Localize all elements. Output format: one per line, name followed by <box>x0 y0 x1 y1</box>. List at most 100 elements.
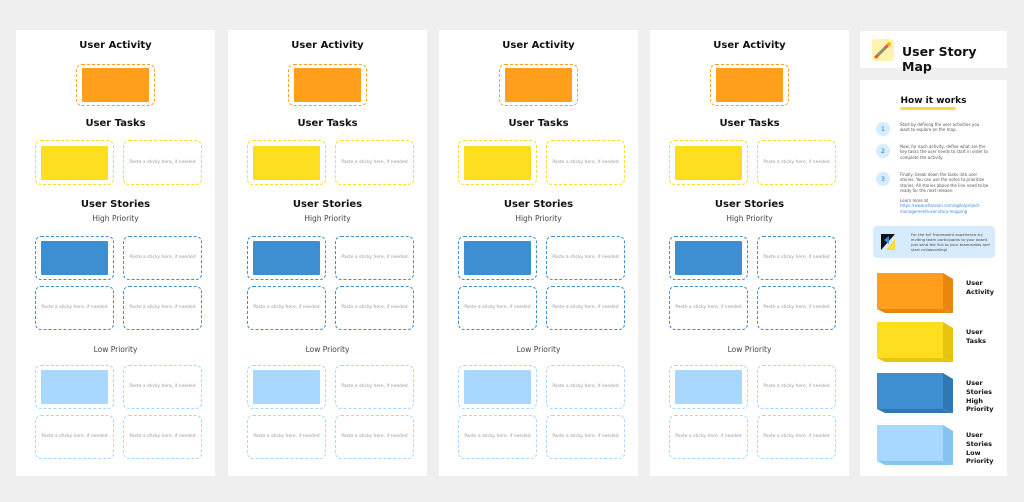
activity-slot-sticky[interactable] <box>294 68 361 102</box>
low-story-slot-1[interactable] <box>669 365 748 409</box>
placeholder-text: Paste a sticky here, if needed <box>129 305 196 311</box>
activity-slot[interactable] <box>288 64 367 106</box>
high-priority-label: High Priority <box>304 214 351 223</box>
activity-slot-sticky[interactable] <box>82 68 149 102</box>
user-activity-title: User Activity <box>291 40 364 51</box>
low-story-slot-4[interactable]: Paste a sticky here, if needed <box>757 415 836 459</box>
learn-more: Learn more at https://www.atlassian.com/… <box>900 198 990 214</box>
task-slot-1-sticky[interactable] <box>41 145 108 180</box>
high-story-slot-1[interactable] <box>247 236 326 280</box>
task-slot-2[interactable]: Paste a sticky here, if needed <box>123 140 202 185</box>
step-3-number: 3 <box>876 172 890 186</box>
low-story-slot-2[interactable]: Paste a sticky here, if needed <box>335 365 414 409</box>
low-story-slot-3[interactable]: Paste a sticky here, if needed <box>458 415 537 459</box>
task-slot-1-sticky[interactable] <box>675 145 742 180</box>
low-story-slot-4[interactable]: Paste a sticky here, if needed <box>546 415 625 459</box>
low-story-slot-1-sticky[interactable] <box>253 370 320 404</box>
low-story-slot-4[interactable]: Paste a sticky here, if needed <box>335 415 414 459</box>
placeholder-text: Paste a sticky here, if needed <box>552 159 619 165</box>
step-1-text: Start by defining the user activities yo… <box>900 122 980 133</box>
high-story-slot-3[interactable]: Paste a sticky here, if needed <box>247 286 326 330</box>
how-it-works-title: How it works <box>900 96 967 106</box>
high-story-slot-1[interactable] <box>669 236 748 280</box>
low-story-slot-2[interactable]: Paste a sticky here, if needed <box>546 365 625 409</box>
high-story-slot-3[interactable]: Paste a sticky here, if needed <box>35 286 114 330</box>
low-story-slot-1-sticky[interactable] <box>41 370 108 404</box>
activity-slot[interactable] <box>710 64 789 106</box>
low-story-slot-2[interactable]: Paste a sticky here, if needed <box>123 365 202 409</box>
user-tasks-title: User Tasks <box>85 118 146 129</box>
high-story-slot-1-sticky[interactable] <box>464 241 531 275</box>
high-story-slot-1-sticky[interactable] <box>253 241 320 275</box>
legend-sticky-activity <box>877 273 953 313</box>
user-stories-title: User Stories <box>80 199 151 210</box>
low-priority-label: Low Priority <box>305 345 350 354</box>
user-tasks-title: User Tasks <box>297 118 358 129</box>
task-slot-1[interactable] <box>247 140 326 185</box>
step-2-text: Now, for each activity, define what are … <box>900 144 988 160</box>
placeholder-text: Paste a sticky here, if needed <box>763 305 830 311</box>
task-slot-2[interactable]: Paste a sticky here, if needed <box>335 140 414 185</box>
high-story-slot-1[interactable] <box>35 236 114 280</box>
activity-slot-sticky[interactable] <box>716 68 783 102</box>
low-story-slot-1-sticky[interactable] <box>675 370 742 404</box>
placeholder-text: Paste a sticky here, if needed <box>675 305 742 311</box>
activity-slot[interactable] <box>499 64 578 106</box>
placeholder-text: Paste a sticky here, if needed <box>552 384 619 390</box>
low-story-slot-3[interactable]: Paste a sticky here, if needed <box>35 415 114 459</box>
high-story-slot-3[interactable]: Paste a sticky here, if needed <box>458 286 537 330</box>
task-slot-2[interactable]: Paste a sticky here, if needed <box>757 140 836 185</box>
low-priority-label: Low Priority <box>516 345 561 354</box>
high-story-slot-3[interactable]: Paste a sticky here, if needed <box>669 286 748 330</box>
high-story-slot-2[interactable]: Paste a sticky here, if needed <box>123 236 202 280</box>
high-story-slot-1[interactable] <box>458 236 537 280</box>
tip-logo-icon <box>881 234 895 250</box>
placeholder-text: Paste a sticky here, if needed <box>675 434 742 440</box>
high-story-slot-4[interactable]: Paste a sticky here, if needed <box>757 286 836 330</box>
placeholder-text: Paste a sticky here, if needed <box>341 305 408 311</box>
activity-slot[interactable] <box>76 64 155 106</box>
low-story-slot-1[interactable] <box>247 365 326 409</box>
low-story-slot-1[interactable] <box>35 365 114 409</box>
low-story-slot-3[interactable]: Paste a sticky here, if needed <box>669 415 748 459</box>
high-story-slot-1-sticky[interactable] <box>41 241 108 275</box>
placeholder-text: Paste a sticky here, if needed <box>129 434 196 440</box>
high-story-slot-4[interactable]: Paste a sticky here, if needed <box>335 286 414 330</box>
high-story-slot-4[interactable]: Paste a sticky here, if needed <box>546 286 625 330</box>
pencil-logo-icon <box>872 39 894 61</box>
app-title: User Story Map <box>902 44 977 74</box>
task-slot-1[interactable] <box>458 140 537 185</box>
learn-more-link[interactable]: https://www.atlassian.com/agile/project-… <box>900 203 981 214</box>
placeholder-text: Paste a sticky here, if needed <box>341 384 408 390</box>
placeholder-text: Paste a sticky here, if needed <box>341 434 408 440</box>
low-story-slot-3[interactable]: Paste a sticky here, if needed <box>247 415 326 459</box>
high-story-slot-1-sticky[interactable] <box>675 241 742 275</box>
low-story-slot-1-sticky[interactable] <box>464 370 531 404</box>
legend-sticky-low <box>877 425 953 465</box>
task-slot-1[interactable] <box>669 140 748 185</box>
user-tasks-title: User Tasks <box>508 118 569 129</box>
high-story-slot-2[interactable]: Paste a sticky here, if needed <box>546 236 625 280</box>
high-story-slot-2[interactable]: Paste a sticky here, if needed <box>757 236 836 280</box>
high-story-slot-2[interactable]: Paste a sticky here, if needed <box>335 236 414 280</box>
low-story-slot-1[interactable] <box>458 365 537 409</box>
task-slot-2[interactable]: Paste a sticky here, if needed <box>546 140 625 185</box>
user-stories-title: User Stories <box>714 199 785 210</box>
low-story-slot-2[interactable]: Paste a sticky here, if needed <box>757 365 836 409</box>
user-stories-title: User Stories <box>292 199 363 210</box>
task-slot-1[interactable] <box>35 140 114 185</box>
brand-card: User Story Map <box>860 31 1007 74</box>
placeholder-text: Paste a sticky here, if needed <box>552 434 619 440</box>
placeholder-text: Paste a sticky here, if needed <box>552 305 619 311</box>
placeholder-text: Paste a sticky here, if needed <box>763 255 830 261</box>
task-slot-1-sticky[interactable] <box>464 145 531 180</box>
legend-item-tasks: User Tasks <box>877 322 997 364</box>
task-slot-1-sticky[interactable] <box>253 145 320 180</box>
user-stories-title: User Stories <box>503 199 574 210</box>
low-story-slot-4[interactable]: Paste a sticky here, if needed <box>123 415 202 459</box>
activity-slot-sticky[interactable] <box>505 68 572 102</box>
high-story-slot-4[interactable]: Paste a sticky here, if needed <box>123 286 202 330</box>
user-activity-title: User Activity <box>502 40 575 51</box>
